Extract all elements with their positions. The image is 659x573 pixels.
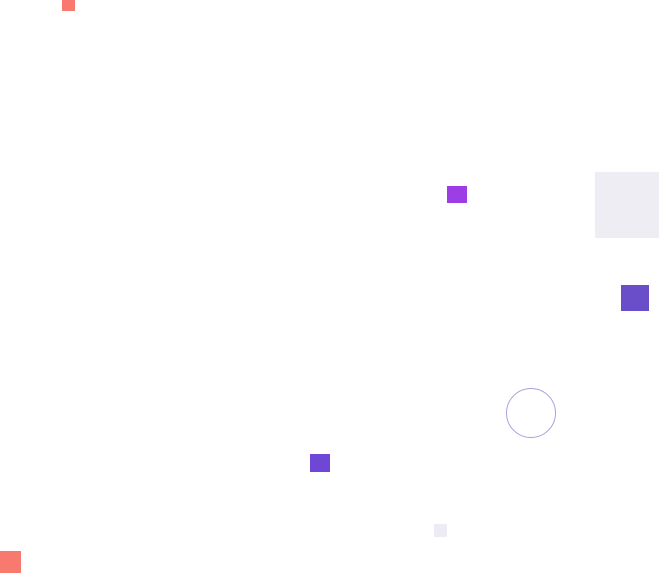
coral-square-icon	[62, 0, 75, 11]
lavender-square-icon	[434, 524, 447, 537]
lavender-panel	[595, 172, 659, 238]
indigo-square-icon	[621, 285, 649, 311]
violet-square-icon	[447, 186, 467, 203]
purple-square-icon	[310, 454, 330, 472]
circle-outline-icon	[506, 388, 556, 438]
coral-rect-corner	[0, 551, 21, 573]
